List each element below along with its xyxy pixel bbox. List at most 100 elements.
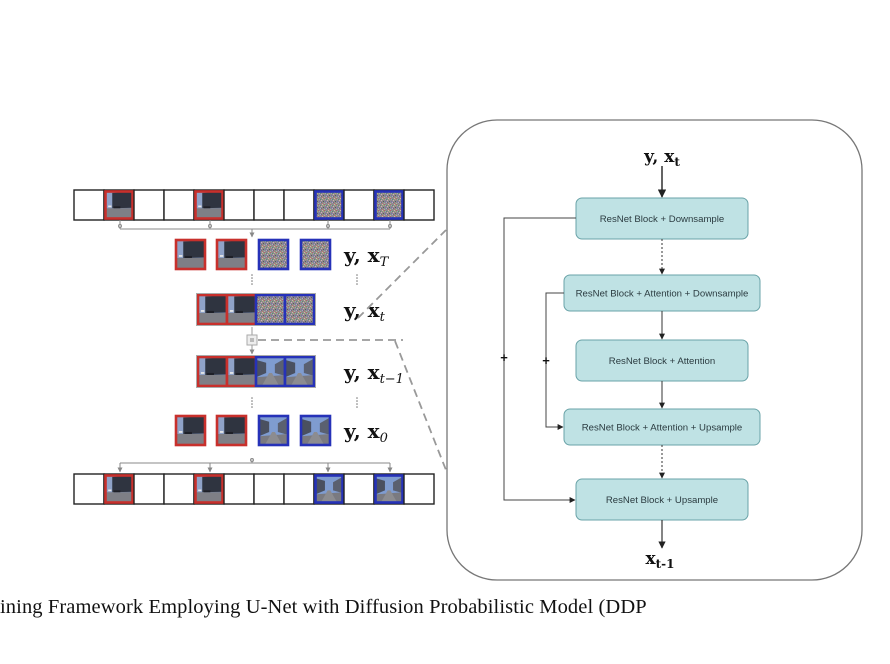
unet-block-1: ResNet Block + Downsample	[575, 197, 749, 240]
block-label: ResNet Block + Attention	[609, 356, 715, 367]
scatter-node	[249, 457, 254, 462]
street-image	[105, 475, 133, 503]
sequence-cell	[223, 473, 255, 505]
unet-block-2: ResNet Block + Attention + Downsample	[563, 274, 761, 312]
street-image	[217, 416, 246, 445]
sequence-cell	[283, 189, 315, 221]
tile-border	[299, 238, 332, 271]
ellipsis-dot	[356, 277, 358, 279]
skip-connection-outer	[503, 217, 576, 503]
tile-border	[314, 190, 344, 220]
row-tile	[257, 414, 290, 447]
zoom-line-lower	[394, 340, 447, 471]
clean-street-image	[285, 357, 314, 386]
output-sequence-strip	[73, 473, 435, 505]
row-tile	[254, 355, 287, 388]
sequence-cell	[403, 189, 435, 221]
row-label: y, x0	[343, 419, 388, 446]
tile-border	[257, 238, 290, 271]
ellipsis-dot	[251, 397, 253, 399]
label-main: y, x	[343, 419, 381, 443]
tile-border	[374, 190, 404, 220]
noise-image	[375, 191, 403, 219]
sequence-cell	[133, 189, 165, 221]
tile-border	[194, 474, 224, 504]
row-tile	[215, 414, 248, 447]
tile-border	[283, 293, 316, 326]
sequence-frame	[314, 474, 344, 504]
street-image	[227, 357, 256, 386]
ellipsis-dot	[251, 280, 253, 282]
unet-block-4: ResNet Block + Attention + Upsample	[563, 408, 761, 446]
block-label: ResNet Block + Downsample	[600, 214, 725, 225]
input-label-sub: t	[674, 155, 680, 169]
zoom-line-upper	[357, 229, 447, 319]
row-tile	[225, 293, 258, 326]
ellipsis-dot	[356, 280, 358, 282]
tile-border	[283, 355, 316, 388]
label-main: y, x	[343, 360, 381, 384]
skip-connection-inner	[545, 292, 564, 430]
row-tile	[299, 238, 332, 271]
row-tile	[283, 293, 316, 326]
tile-border	[215, 414, 248, 447]
tile-border	[215, 238, 248, 271]
tile-border	[257, 414, 290, 447]
row-tile	[283, 355, 316, 388]
clean-street-image	[301, 416, 330, 445]
row-tile	[196, 293, 229, 326]
group-outline	[196, 355, 316, 388]
noise-image	[259, 240, 288, 269]
gather-node	[387, 223, 392, 228]
ellipsis-dot	[356, 400, 358, 402]
ellipsis-dot	[251, 277, 253, 279]
ellipsis-dot	[251, 406, 253, 408]
unet-block-icon-inner	[250, 338, 254, 342]
row-tile	[215, 238, 248, 271]
group-outline	[196, 293, 316, 326]
diffusion-row-3: y, x0	[174, 414, 388, 447]
sequence-cell	[133, 473, 165, 505]
input-label-main: y, x	[643, 147, 675, 167]
noise-image	[285, 295, 314, 324]
output-label-main: x	[645, 549, 656, 569]
sequence-frame	[104, 190, 134, 220]
sequence-cell	[253, 189, 285, 221]
ellipsis-dot	[356, 403, 358, 405]
ellipsis-dot	[251, 403, 253, 405]
tile-border	[314, 474, 344, 504]
ellipsis-dot	[251, 400, 253, 402]
unet-block-3: ResNet Block + Attention	[575, 339, 749, 382]
sequence-frame	[194, 474, 224, 504]
row-tile	[174, 238, 207, 271]
gather-node	[207, 223, 212, 228]
diffusion-row-0: y, xT	[174, 238, 390, 271]
tile-border	[299, 414, 332, 447]
row-label: y, xt	[343, 298, 386, 325]
sequence-cell	[73, 473, 105, 505]
skip-plus-inner: +	[542, 353, 550, 368]
sequence-cell	[253, 473, 285, 505]
row-tile	[257, 238, 290, 271]
block-label: ResNet Block + Attention + Upsample	[582, 423, 743, 434]
sequence-cell	[343, 189, 375, 221]
diffusion-row-1: y, xt	[196, 293, 386, 326]
sequence-panel: y, xTy, xty, xt−1y, x0	[73, 189, 435, 505]
input-sequence-strip	[73, 189, 435, 221]
tile-border	[174, 414, 207, 447]
clean-street-image	[375, 475, 403, 503]
sequence-frame	[194, 190, 224, 220]
noise-image	[256, 295, 285, 324]
ellipsis-dot	[356, 397, 358, 399]
street-image	[195, 191, 223, 219]
sequence-cell	[403, 473, 435, 505]
row-tile	[254, 293, 287, 326]
street-image	[195, 475, 223, 503]
row-label: y, xt−1	[343, 360, 404, 387]
label-subscript: T	[380, 255, 390, 270]
sequence-cell	[73, 189, 105, 221]
row-tile	[174, 414, 207, 447]
ellipsis-dot	[251, 283, 253, 285]
street-image	[227, 295, 256, 324]
